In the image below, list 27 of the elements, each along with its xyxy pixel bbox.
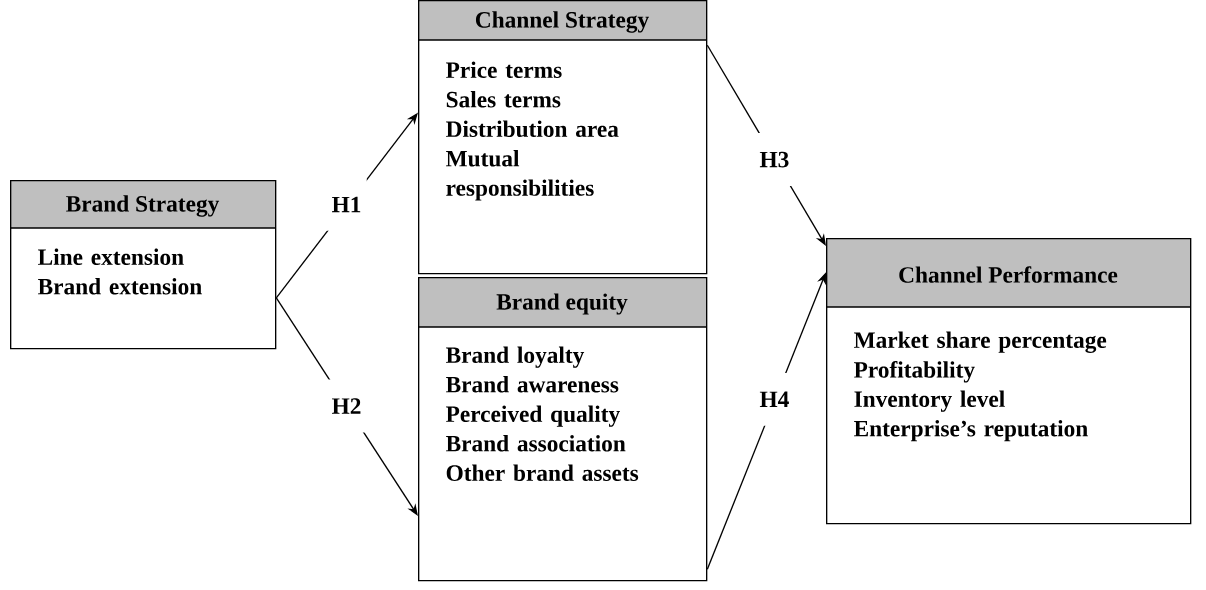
list-item: Inventory level xyxy=(854,390,1005,412)
list-item: Brand awareness xyxy=(446,376,619,393)
edge-label: H4 xyxy=(759,391,789,407)
list-item: Brand loyalty xyxy=(446,346,585,368)
edge-label: H1 xyxy=(332,196,361,213)
box-heading: Channel Strategy xyxy=(475,11,649,33)
list-item: Mutual responsibilities xyxy=(446,150,594,201)
edge-label: H2 xyxy=(332,398,361,414)
box-heading: Brand Strategy xyxy=(66,195,220,217)
edge-label: H3 xyxy=(759,151,789,168)
list-item: Distribution area xyxy=(446,120,619,138)
box-heading: Brand equity xyxy=(496,293,628,315)
list-item: Brand association xyxy=(446,435,626,452)
text-box xyxy=(417,0,708,275)
text-box xyxy=(9,180,277,350)
list-item: Line extension xyxy=(38,248,184,266)
box-heading: Channel Performance xyxy=(899,266,1118,283)
list-item: Enterprise’s reputation xyxy=(854,420,1088,442)
text-box xyxy=(825,238,1192,525)
list-item: Brand extension xyxy=(38,278,202,295)
list-item: Profitability xyxy=(854,361,975,383)
list-item: Market share percentage xyxy=(854,331,1107,353)
list-item: Sales terms xyxy=(446,91,561,108)
list-item: Perceived quality xyxy=(446,405,620,427)
list-item: Other brand assets xyxy=(446,464,639,482)
text-box xyxy=(417,277,708,582)
list-item: Price terms xyxy=(446,61,562,78)
